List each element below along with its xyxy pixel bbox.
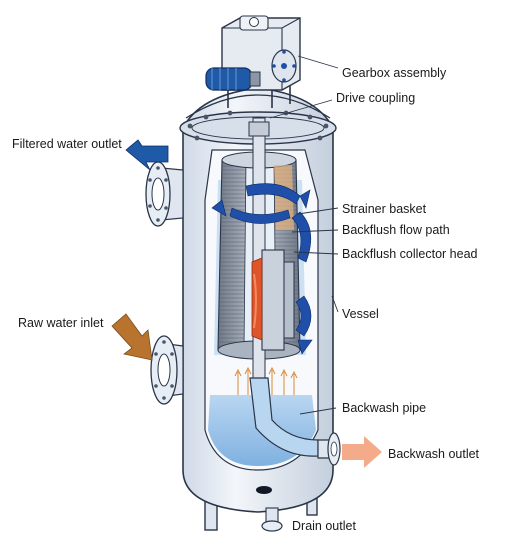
- label-drain-outlet: Drain outlet: [292, 519, 356, 533]
- backwash-outlet-arrow: [342, 436, 382, 468]
- label-strainer-basket: Strainer basket: [342, 202, 427, 216]
- raw-water-inlet-arrow: [112, 314, 152, 360]
- label-backflush-flow-path: Backflush flow path: [342, 223, 450, 237]
- raw-water-inlet-nozzle: [151, 336, 183, 404]
- label-backwash-outlet: Backwash outlet: [388, 447, 480, 461]
- label-raw-water-inlet: Raw water inlet: [18, 316, 104, 330]
- label-backflush-collector-head: Backflush collector head: [342, 247, 478, 261]
- label-gearbox-assembly: Gearbox assembly: [342, 66, 447, 80]
- backflush-collector-head: [252, 250, 294, 350]
- label-vessel: Vessel: [342, 307, 379, 321]
- label-backwash-pipe: Backwash pipe: [342, 401, 426, 415]
- label-drive-coupling: Drive coupling: [336, 91, 415, 105]
- filtered-water-outlet-nozzle: [146, 162, 183, 226]
- label-filtered-water-outlet: Filtered water outlet: [12, 137, 122, 151]
